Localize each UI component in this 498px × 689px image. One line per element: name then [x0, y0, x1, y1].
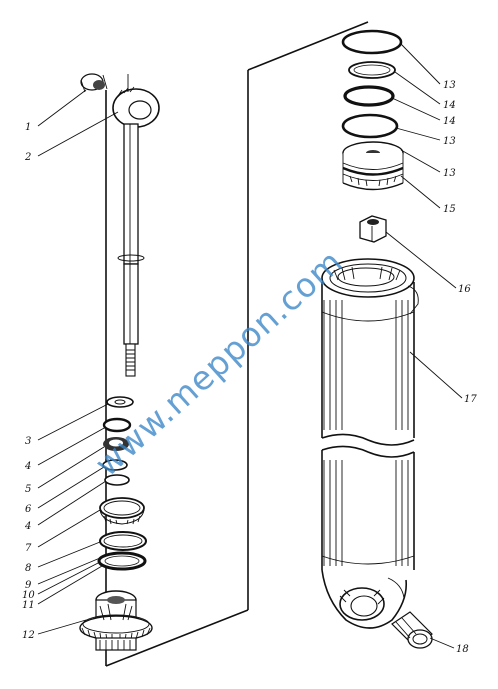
part-5-seal: [103, 437, 129, 451]
callout-4: 4: [24, 461, 31, 472]
part-14-backup-ring: [348, 61, 396, 79]
part-17-cylinder-barrel: [321, 258, 419, 629]
callout-14: 14: [443, 100, 456, 111]
callout-5: 5: [25, 484, 31, 495]
callout-4-lower: 4: [24, 521, 31, 532]
callout-1: 1: [25, 122, 31, 133]
part-13-o-ring-top: [341, 29, 403, 55]
part-piston-rod: [117, 123, 145, 377]
callout-13-top: 13: [443, 80, 456, 91]
part-4-ring: [102, 417, 132, 433]
callout-13-mid: 13: [443, 136, 456, 147]
part-15-piston: [342, 141, 404, 191]
callout-3: 3: [25, 436, 31, 447]
leader-lines: [37, 43, 463, 649]
callout-8: 8: [25, 563, 31, 574]
part-7-guide-ring: [99, 497, 145, 525]
callout-6: 6: [25, 504, 32, 515]
part-1-bushing: [80, 73, 108, 93]
part-14-backup-ring-2: [343, 85, 395, 107]
callout-9: 9: [25, 580, 32, 591]
part-13-o-ring-lower: [341, 113, 399, 139]
part-18-bushing: [391, 611, 433, 649]
part-8-seal: [99, 531, 147, 551]
callout-12: 12: [22, 630, 35, 641]
part-3-washer: [106, 396, 134, 408]
callout-16: 16: [458, 284, 471, 295]
callout-11: 11: [22, 600, 35, 611]
part-12-gland: [79, 590, 153, 651]
part-4-ring-lower: [104, 474, 130, 486]
part-16-nut: [359, 215, 387, 243]
callout-7: 7: [25, 543, 32, 554]
callout-labels: 1 2 3 4 5 6 4 7 8 9 10 11 12 13 14 14 13…: [22, 80, 477, 655]
callout-17: 17: [464, 394, 477, 405]
callout-2: 2: [24, 152, 31, 163]
assembly-frame: [105, 21, 369, 667]
callout-10: 10: [22, 590, 35, 601]
part-2-rod-eye: [112, 74, 160, 128]
callout-14-second: 14: [443, 116, 456, 127]
part-9-10-11-rings: [97, 551, 147, 571]
callout-13-lower: 13: [443, 168, 456, 179]
callout-18: 18: [456, 644, 469, 655]
part-6-washer: [102, 459, 128, 471]
callout-15: 15: [443, 204, 456, 215]
